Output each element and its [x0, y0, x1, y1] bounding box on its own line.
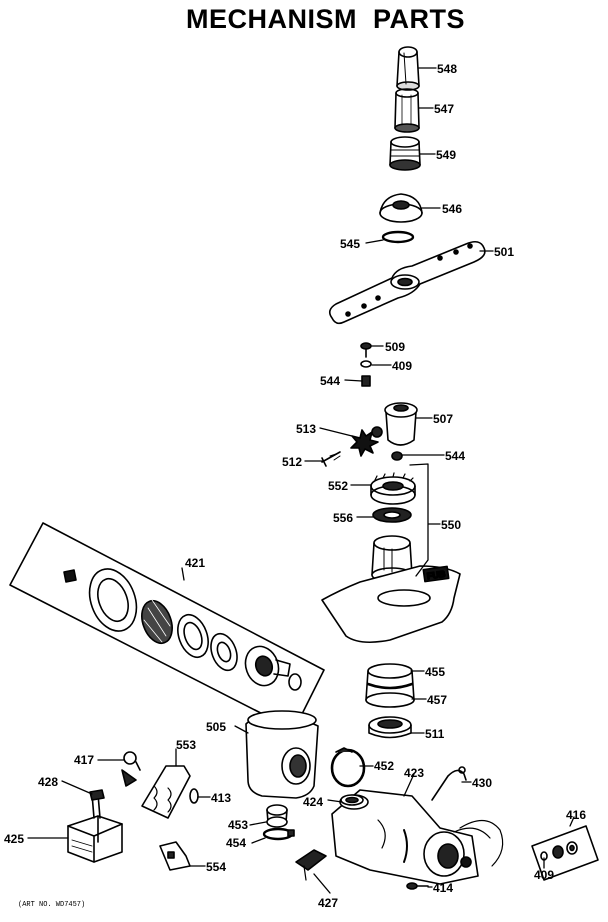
- gear-552: [370, 472, 416, 505]
- plunger-428: [89, 789, 105, 819]
- part-labels: 548 547 549 546 545 501 509 409 544 507 …: [4, 62, 586, 910]
- seal-511: [368, 716, 412, 739]
- label-457: 457: [427, 693, 447, 707]
- kit-frame-421: [9, 522, 325, 731]
- switch-427: [295, 849, 327, 881]
- screw-509: [360, 342, 372, 358]
- bracket-553: [141, 765, 191, 819]
- washer-556: [372, 507, 412, 523]
- kit-ring-large: [88, 568, 138, 632]
- kit-screen: [141, 599, 173, 645]
- label-424: 424: [303, 795, 323, 809]
- screw-414: [406, 882, 429, 890]
- spring-430: [431, 766, 467, 801]
- clamp-452: [330, 747, 366, 788]
- leader-lines: [27, 67, 575, 894]
- threaded-collar-549: [389, 136, 421, 171]
- kit-seal: [288, 673, 302, 691]
- label-544: 544: [320, 374, 340, 388]
- solenoid-425: [67, 815, 123, 863]
- label-552: 552: [328, 479, 348, 493]
- fitting-544-lower: [391, 451, 403, 461]
- label-547: 547: [434, 102, 454, 116]
- coupler-413: [189, 788, 199, 804]
- label-425: 425: [4, 832, 24, 846]
- label-421: 421: [185, 556, 205, 570]
- label-413: 413: [211, 791, 231, 805]
- clamp-454: [262, 827, 295, 841]
- washer-409: [360, 360, 372, 368]
- label-507: 507: [433, 412, 453, 426]
- label-428: 428: [38, 775, 58, 789]
- kit-ring-medium: [177, 613, 209, 659]
- label-409-lower: 409: [534, 868, 554, 882]
- ring-424: [340, 794, 364, 806]
- screw-512: [321, 451, 341, 467]
- label-548: 548: [437, 62, 457, 76]
- label-512: 512: [282, 455, 302, 469]
- label-452: 452: [374, 759, 394, 773]
- label-417: 417: [74, 753, 94, 767]
- stamp-label: FUB: [426, 569, 446, 582]
- page-title: MECHANISM PARTS: [186, 4, 466, 34]
- tube-547: [394, 88, 420, 133]
- nozzle-cap-548: [396, 46, 420, 91]
- label-416: 416: [566, 808, 586, 822]
- sump-505: [245, 710, 319, 799]
- housing-507: [371, 402, 418, 446]
- pump-assembly-550: FUB: [321, 535, 461, 644]
- art-number: (ART NO. WD7457): [18, 901, 86, 909]
- label-509: 509: [385, 340, 405, 354]
- dome-cap-546: [379, 193, 423, 223]
- label-513: 513: [296, 422, 316, 436]
- label-453: 453: [228, 818, 248, 832]
- ring-545: [381, 230, 415, 244]
- label-423: 423: [404, 766, 424, 780]
- spray-arm-501: [328, 240, 486, 325]
- label-550: 550: [441, 518, 461, 532]
- cylinder-455-457: [365, 663, 415, 708]
- label-409: 409: [392, 359, 412, 373]
- label-556: 556: [333, 511, 353, 525]
- label-455: 455: [425, 665, 445, 679]
- kit-ring-small: [210, 632, 238, 672]
- label-414: 414: [433, 881, 453, 895]
- label-553: 553: [176, 738, 196, 752]
- label-430: 430: [472, 776, 492, 790]
- label-427: 427: [318, 896, 338, 910]
- label-454: 454: [226, 836, 246, 850]
- collar-453: [266, 804, 288, 828]
- kit-frame-416: [531, 825, 599, 881]
- impeller-513: [350, 429, 379, 457]
- label-511: 511: [425, 727, 445, 741]
- label-501: 501: [494, 245, 514, 259]
- label-546: 546: [442, 202, 462, 216]
- fitting-544: [361, 375, 371, 387]
- label-554: 554: [206, 860, 226, 874]
- bracket-554: [159, 841, 191, 871]
- label-545: 545: [340, 237, 360, 251]
- label-549: 549: [436, 148, 456, 162]
- label-505: 505: [206, 720, 226, 734]
- label-544-lower: 544: [445, 449, 465, 463]
- lever-417: [121, 751, 141, 787]
- kit-cap: [244, 645, 291, 687]
